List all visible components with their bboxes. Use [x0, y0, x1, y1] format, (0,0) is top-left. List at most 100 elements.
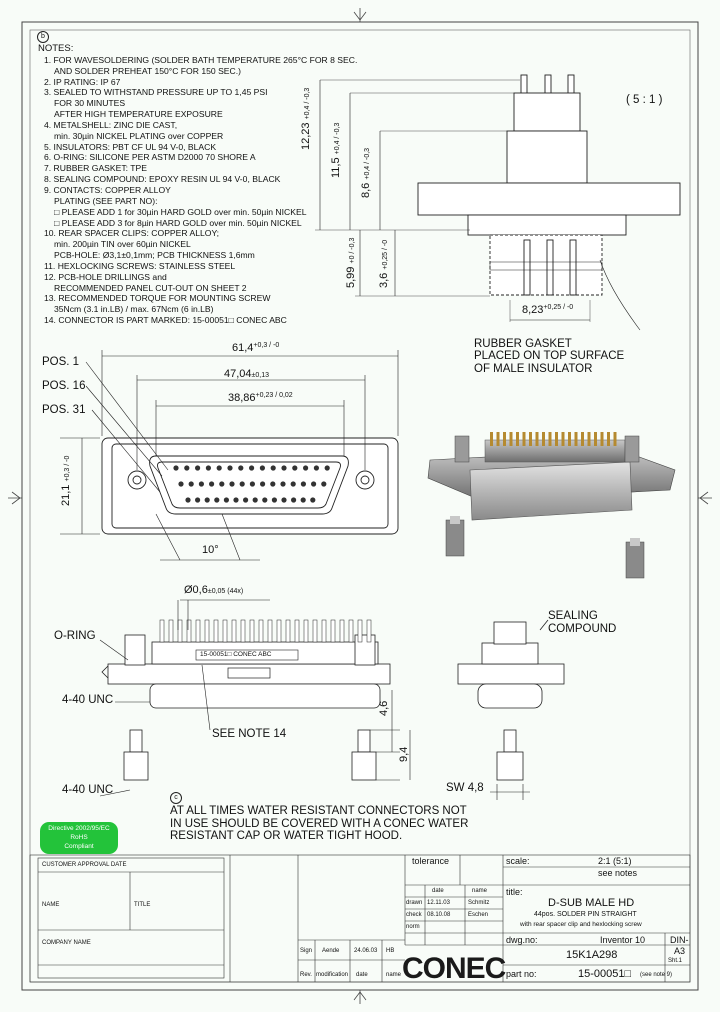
dim-9-4: 9,4 [398, 746, 410, 762]
pin-contact [281, 465, 287, 471]
note-marker-c: c [170, 792, 182, 804]
tb-check: check [406, 912, 422, 918]
tb-drawn-name: Schmitz [468, 900, 490, 906]
note-line: PLATING (SEE PART NO): [54, 195, 158, 206]
note-line: 7. RUBBER GASKET: TPE [44, 163, 147, 174]
tb-scale-key: scale: [506, 856, 530, 866]
side-dims [99, 599, 270, 797]
note-line: 13. RECOMMENDED TORQUE FOR MOUNTING SCRE… [44, 293, 271, 304]
pin-contact [198, 481, 204, 487]
screw-dims [370, 690, 530, 800]
iso-pin [490, 432, 493, 446]
note-line: AFTER HIGH TEMPERATURE EXPOSURE [54, 109, 223, 120]
title-block [29, 854, 691, 983]
conec-logo: CONEC [402, 952, 506, 985]
side-pin [303, 619, 309, 643]
pin-contact [219, 481, 225, 487]
tb-sheet: Sht.1 [668, 958, 683, 964]
iso-pin [496, 432, 500, 446]
side-pin [222, 619, 228, 643]
tb-dwg-key: dwg.no: [506, 935, 538, 945]
side-pins [159, 619, 372, 643]
o-ring-label: O-RING [54, 630, 96, 642]
pin-contact [321, 481, 327, 487]
note-line: □ PLEASE ADD 3 for 8µin HARD GOLD over m… [54, 217, 302, 228]
dim-8-6: 8,6 +0,4 / -0,3 [360, 147, 372, 198]
approval-title: TITLE [134, 902, 151, 908]
rev-cell-4: HB [386, 948, 395, 954]
dim-21-1: 21,1 +0,3 / -0 [60, 455, 72, 506]
notes-block: NOTES: 1. FOR WAVESOLDERING (SOLDER BATH… [38, 43, 357, 326]
pin-contact [243, 497, 249, 503]
dim-5-99: 5,99 +0 / -0,3 [345, 237, 357, 288]
iso-pin [594, 432, 597, 446]
rev-head-4: name [386, 972, 402, 978]
pin-contact [216, 465, 222, 471]
warning-line-2: IN USE SHOULD BE COVERED WITH A CONEC WA… [170, 818, 469, 830]
tb-date-head: date [432, 888, 444, 894]
side-pin [330, 619, 336, 643]
pin-contact [229, 481, 235, 487]
note-line: 12. PCB-HOLE DRILLINGS and [44, 271, 167, 282]
pin-contact [300, 497, 306, 503]
side-pin [285, 619, 291, 643]
rev-cell-3: 24.06.03 [354, 948, 378, 954]
pin-contact [259, 465, 265, 471]
pin-contact [185, 497, 191, 503]
iso-pin [568, 432, 571, 446]
side-pin [339, 619, 345, 643]
pin-contact [239, 481, 245, 487]
note-line: 14. CONNECTOR IS PART MARKED: 15-00051□ … [44, 315, 287, 326]
tb-title-key: title: [506, 887, 523, 897]
side-pin [312, 619, 318, 643]
pin-contact [178, 481, 184, 487]
pin-contact [300, 481, 306, 487]
pin-contact [173, 465, 179, 471]
note-line: AND SOLDER PREHEAT 150°C FOR 150 SEC.) [54, 65, 241, 76]
pin-contact [270, 481, 276, 487]
pin-contact [249, 481, 255, 487]
tb-part-value: 15-00051□ [578, 968, 632, 980]
note-line: FOR 30 MINUTES [54, 98, 126, 109]
dim-4-6: 4,6 [378, 700, 390, 716]
pin-contact [291, 497, 297, 503]
pin-contact [313, 465, 319, 471]
dim-8-23: 8,23+0,25 / -0 [522, 304, 574, 316]
side-pin [231, 619, 237, 643]
rev-head-1: Rev. [300, 972, 312, 978]
pin-contact [223, 497, 229, 503]
side-pin [249, 619, 255, 643]
gasket-label-1: RUBBER GASKET [474, 338, 572, 350]
right-side-view [457, 619, 565, 709]
tb-title-2: 44pos. SOLDER PIN STRAIGHT [534, 911, 637, 918]
section-view-5-1 [315, 74, 681, 331]
side-pin [186, 619, 192, 643]
pin-contact [227, 465, 233, 471]
iso-pin [613, 432, 617, 446]
pos-1-label: POS. 1 [42, 356, 80, 368]
sealing-label-1: SEALING [548, 610, 598, 622]
rev-head-3: date [356, 972, 368, 978]
tb-check-name: Eschen [468, 912, 489, 918]
dim-61-4: 61,4+0,3 / -0 [232, 342, 280, 354]
contact-pins [173, 465, 330, 503]
iso-pin [516, 432, 519, 446]
pin-contact [324, 465, 330, 471]
side-pin [366, 619, 372, 643]
side-pin [177, 619, 183, 643]
note-line: 3. SEALED TO WITHSTAND PRESSURE UP TO 1,… [44, 87, 268, 98]
pos-31-label: POS. 31 [42, 404, 86, 416]
pin-contact [290, 481, 296, 487]
pin-contact [303, 465, 309, 471]
side-pin [348, 619, 354, 643]
pin-contact [195, 497, 201, 503]
side-pin [240, 619, 246, 643]
tb-dwg-value: 15K1A298 [566, 949, 618, 961]
rev-cell-1: Sign [300, 948, 313, 954]
warning-line-1: AT ALL TIMES WATER RESISTANT CONNECTORS … [170, 805, 467, 817]
tb-drawn-date: 12.11.03 [427, 900, 450, 906]
iso-pin [529, 432, 532, 446]
pos-16-label: POS. 16 [42, 380, 86, 392]
note-marker-b: b [37, 31, 49, 43]
